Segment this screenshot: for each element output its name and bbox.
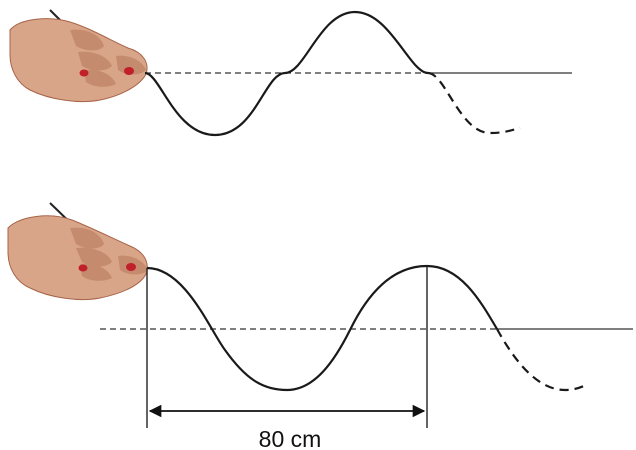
wave-solid [144,10,429,137]
wave-dashed [496,328,589,392]
top-panel [9,9,572,137]
hand-icon [7,202,148,301]
wavelength-label: 80 cm [259,426,322,450]
wave-dashed [427,71,521,135]
wave-solid [146,264,498,392]
bottom-panel: 80 cm [7,202,633,450]
hand-icon [9,9,148,103]
